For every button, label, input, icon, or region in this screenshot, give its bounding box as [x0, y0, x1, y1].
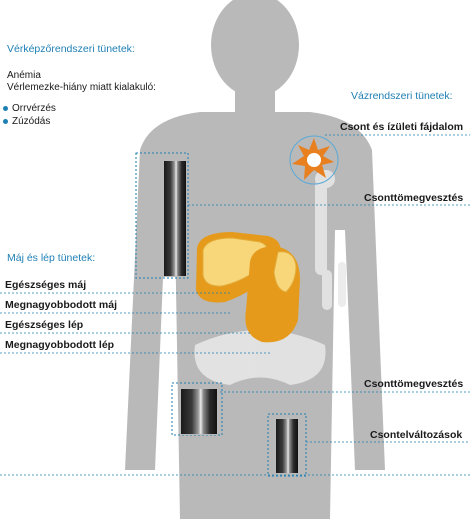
- label-bone-loss-arm: Csonttömegvesztés: [364, 192, 464, 204]
- label-healthy-liver: Egészséges máj: [5, 279, 87, 291]
- pain-burst-icon: [289, 135, 339, 185]
- blood-bullet-nosebleed: Orrvérzés: [3, 103, 56, 114]
- label-healthy-spleen: Egészséges lép: [5, 319, 84, 331]
- liver-spleen-symptoms-title: Máj és lép tünetek:: [7, 252, 96, 264]
- healthy-spleen-icon: [273, 251, 297, 293]
- bullet-icon: [3, 118, 8, 124]
- blood-line-platelet: Vérlemezke-hiány miatt kialakuló:: [7, 82, 156, 93]
- xray-arm-image: [163, 160, 187, 277]
- blood-bullet-label: Orrvérzés: [12, 103, 56, 114]
- blood-line-anemia: Anémia: [7, 70, 41, 81]
- skeletal-symptoms-title: Vázrendszeri tünetek:: [351, 90, 453, 102]
- bullet-icon: [3, 105, 8, 111]
- blood-bullet-bruising: Zúzódás: [3, 116, 50, 127]
- label-enlarged-spleen: Megnagyobbodott lép: [5, 339, 115, 351]
- blood-symptoms-title: Vérképzőrendszeri tünetek:: [7, 43, 135, 55]
- xray-femur-image: [180, 388, 218, 435]
- xray-lower-leg-image: [275, 418, 299, 474]
- label-bone-lesions: Csontelváltozások: [370, 429, 463, 441]
- blood-bullet-label: Zúzódás: [12, 116, 51, 127]
- label-bone-loss-femur: Csonttömegvesztés: [364, 378, 464, 390]
- label-enlarged-liver: Megnagyobbodott máj: [5, 299, 117, 311]
- label-bone-joint-pain: Csont és ízületi fájdalom: [340, 121, 464, 133]
